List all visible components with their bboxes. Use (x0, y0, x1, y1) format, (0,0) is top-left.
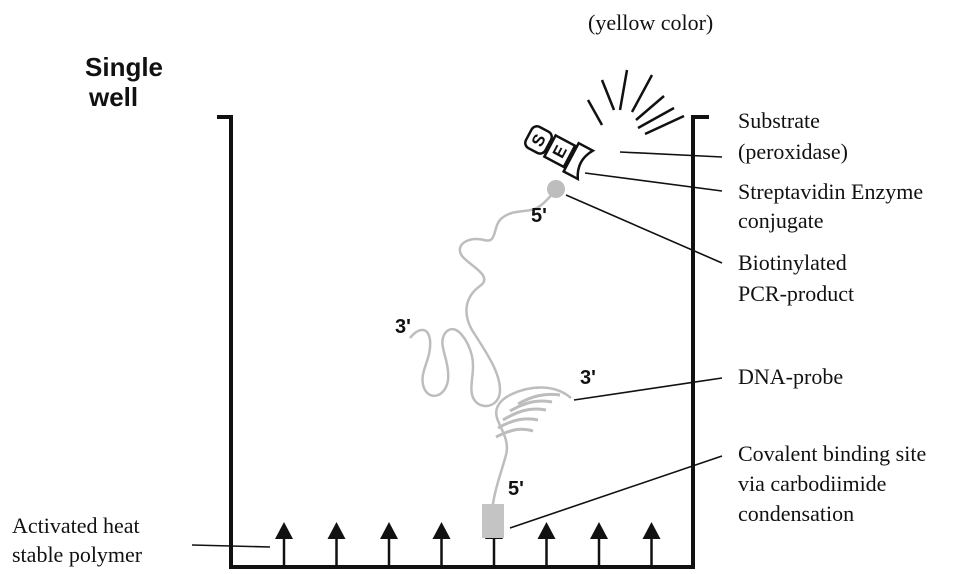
covalent-label-line2: via carbodiimide (738, 471, 886, 496)
probe-5prime-label: 5' (508, 478, 524, 500)
hybridization-rungs (495, 392, 561, 439)
polymer-arrows (275, 522, 661, 566)
covalent-binding-site (482, 504, 504, 538)
enzyme-complex: E S (524, 125, 596, 182)
leader-lines (191, 151, 723, 548)
covalent-label-line3: condensation (738, 501, 854, 526)
polymer-arrow-head (590, 522, 608, 539)
strep-leader (584, 172, 723, 192)
covalent-leader (509, 455, 723, 529)
polymer-leader (191, 544, 271, 548)
yellow-color-note: (yellow color) (588, 10, 713, 35)
substrate-label-line1: Substrate (738, 108, 820, 133)
covalent-label-line1: Covalent binding site (738, 441, 926, 466)
polymer-arrow-head (275, 522, 293, 539)
strep-label-line2: conjugate (738, 208, 824, 233)
polymer-arrow-head (327, 522, 346, 539)
strep-label-line1: Streptavidin Enzyme (738, 179, 923, 204)
enzyme-box: E (542, 133, 577, 169)
title-line1: Single (85, 52, 163, 82)
pcr-5prime-label: 5' (531, 205, 547, 227)
polymer-label-line2: stable polymer (12, 542, 143, 567)
biotin-label-line2: PCR-product (738, 281, 854, 306)
probe-leader (573, 377, 723, 401)
dna-probe-strand (491, 386, 572, 505)
probe-3prime-label: 3' (580, 367, 596, 389)
substrate-label-line2: (peroxidase) (738, 139, 848, 164)
substrate-leader (619, 151, 723, 158)
probe-label: DNA-probe (738, 364, 843, 389)
polymer-label-line1: Activated heat (12, 513, 140, 538)
biotin-label-line1: Biotinylated (738, 250, 847, 275)
pcr-3prime-label: 3' (395, 316, 411, 338)
biotin-leader (565, 194, 723, 264)
title-line2: well (88, 82, 138, 112)
pcr-product-strand (409, 189, 557, 408)
polymer-arrow-head (537, 522, 556, 539)
substrate-box: S (524, 125, 553, 155)
polymer-arrow-head (380, 522, 398, 539)
streptavidin-cup (561, 141, 596, 182)
polymer-arrow-head (642, 522, 661, 539)
well-outline (217, 115, 709, 569)
biotin (547, 180, 565, 198)
polymer-arrow-head (432, 522, 451, 539)
color-emission-rays (586, 69, 685, 136)
